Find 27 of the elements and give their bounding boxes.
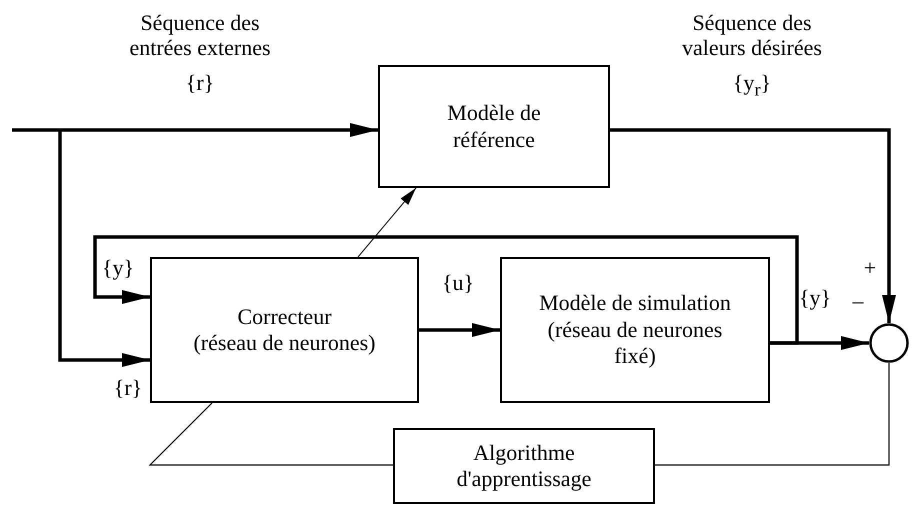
signal-label: – — [851, 288, 865, 314]
process-box — [500, 257, 770, 403]
box-label: (réseau de neurones) — [193, 330, 376, 356]
process-box — [150, 257, 419, 403]
edge-label: {u} — [440, 270, 476, 296]
connector-line — [655, 363, 890, 466]
signal-label: Séquence des entrées externes — [128, 10, 272, 61]
arrow — [93, 235, 799, 345]
signal-label: {r} — [184, 70, 216, 96]
box-label: Correcteur — [237, 304, 332, 330]
arrow — [58, 130, 150, 367]
process-box — [393, 428, 655, 504]
connector-line — [148, 402, 393, 466]
signal-label: {y} — [798, 285, 832, 310]
box-label: Modèle de simulation (réseau de neurones fixé) — [538, 290, 732, 370]
process-box — [378, 65, 610, 188]
arrow — [12, 123, 378, 137]
box-label: Modèle de référence — [446, 100, 542, 153]
signal-label: {r} — [112, 375, 144, 400]
arrow — [358, 188, 416, 258]
signal-label: {y$_{r}$} — [732, 70, 772, 100]
arrow — [419, 323, 500, 337]
arrow — [610, 128, 896, 323]
signal-label: {y} — [100, 255, 136, 280]
box-label: Algorithme d'apprentissage — [456, 440, 592, 492]
signal-label: + — [862, 255, 878, 280]
signal-label: Séquence des valeurs désirées — [681, 10, 823, 61]
